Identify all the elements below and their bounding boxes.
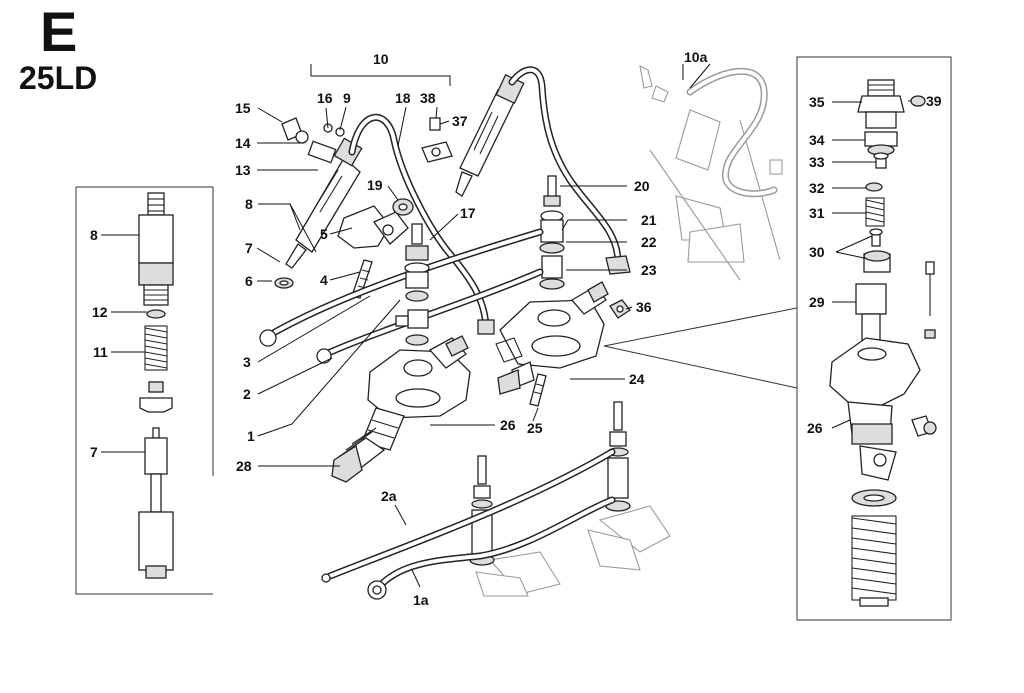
screw-37 xyxy=(421,117,453,163)
pump-1-lower-body xyxy=(361,407,405,451)
injector-upper xyxy=(455,73,525,197)
callout-9: 9 xyxy=(343,90,351,106)
spring-31 xyxy=(865,197,885,227)
callout-1: 1 xyxy=(247,428,255,444)
callout-13: 13 xyxy=(235,162,251,178)
rod-inset xyxy=(924,261,936,339)
callout-12: 12 xyxy=(92,304,108,320)
callout-38: 38 xyxy=(420,90,436,106)
callout-34: 34 xyxy=(809,132,825,148)
delivery-valve-holder-35 xyxy=(857,79,905,129)
callout-10: 10 xyxy=(373,51,389,67)
callout-33: 33 xyxy=(809,154,825,170)
washer-32 xyxy=(865,182,883,192)
callout-11: 11 xyxy=(93,344,108,360)
banjo-fitting-lower xyxy=(395,290,429,346)
fitting-stack-20-23 xyxy=(539,175,565,290)
callout-8-main: 8 xyxy=(245,196,253,212)
ghost-injector-10a xyxy=(639,65,783,281)
callout-2a: 2a xyxy=(381,488,397,504)
callout-4: 4 xyxy=(320,272,328,288)
callout-28: 28 xyxy=(236,458,252,474)
callout-20: 20 xyxy=(634,178,650,194)
ghost-lower-pumps xyxy=(475,505,671,597)
stud-25 xyxy=(529,373,547,407)
right-inset-frame xyxy=(603,56,952,621)
ghost-pipe-10a xyxy=(686,67,778,198)
section-letter: E xyxy=(40,0,78,63)
callout-10a: 10a xyxy=(684,49,708,65)
pump-body-26-inset xyxy=(829,337,921,481)
valve-34 xyxy=(864,131,898,156)
nut-36 xyxy=(609,299,631,319)
callout-22: 22 xyxy=(641,234,657,250)
callout-16: 16 xyxy=(317,90,333,106)
pipe-18 xyxy=(348,113,495,335)
element-29 xyxy=(855,283,887,341)
injector-body-8 xyxy=(138,192,174,306)
nut-19 xyxy=(392,198,414,216)
callout-32: 32 xyxy=(809,180,825,196)
screw-26-side xyxy=(911,415,937,437)
engine-model: 25LD xyxy=(19,60,98,96)
callout-6: 6 xyxy=(245,273,253,289)
leader-lines xyxy=(101,63,911,588)
callout-36: 36 xyxy=(636,299,652,315)
callout-3: 3 xyxy=(243,354,251,370)
banjo-fitting-upper xyxy=(404,223,430,289)
pipe-2a xyxy=(321,448,616,583)
callout-5: 5 xyxy=(320,226,328,242)
callout-19: 19 xyxy=(367,177,383,193)
injection-pump-24 xyxy=(495,281,609,395)
injection-pump-1 xyxy=(367,335,471,419)
callout-18: 18 xyxy=(395,90,411,106)
callout-23: 23 xyxy=(641,262,657,278)
callout-7-inset: 7 xyxy=(90,444,98,460)
callout-15: 15 xyxy=(235,100,251,116)
callout-30: 30 xyxy=(809,244,825,260)
washer-12 xyxy=(146,309,166,319)
callout-21: 21 xyxy=(641,212,657,228)
nozzle-7 xyxy=(138,427,174,579)
callout-1a: 1a xyxy=(413,592,429,608)
spring-seat xyxy=(139,381,173,413)
spring-28 xyxy=(331,427,386,483)
callout-29: 29 xyxy=(809,294,825,310)
callout-37: 37 xyxy=(452,113,468,129)
callout-26-main: 26 xyxy=(500,417,516,433)
callout-24: 24 xyxy=(629,371,645,387)
callout-31: 31 xyxy=(809,205,825,221)
left-inset-frame xyxy=(75,186,214,595)
spring-lower-inset xyxy=(851,515,897,607)
valve-33 xyxy=(873,152,889,169)
callout-35: 35 xyxy=(809,94,825,110)
pipe-1a xyxy=(367,496,616,600)
plug-39 xyxy=(910,95,926,107)
callout-7-main: 7 xyxy=(245,240,253,256)
washer-6 xyxy=(274,277,294,289)
callout-39: 39 xyxy=(926,93,942,109)
callout-8-inset: 8 xyxy=(90,227,98,243)
element-30 xyxy=(863,228,891,273)
washer-lower-inset xyxy=(851,489,897,507)
bracket-5 xyxy=(337,205,409,249)
callout-25: 25 xyxy=(527,420,543,436)
callout-17: 17 xyxy=(460,205,476,221)
callout-2: 2 xyxy=(243,386,251,402)
spring-11 xyxy=(144,325,168,371)
callout-labels: 1 1a 2 2a 3 4 5 6 7 7 8 8 9 10 10a 11 12… xyxy=(90,49,942,608)
fitting-column-2a-upper xyxy=(605,401,631,512)
pipe-17 xyxy=(259,228,544,347)
callout-26-inset: 26 xyxy=(807,420,823,436)
pipe-upper xyxy=(508,66,631,275)
callout-14: 14 xyxy=(235,135,251,151)
